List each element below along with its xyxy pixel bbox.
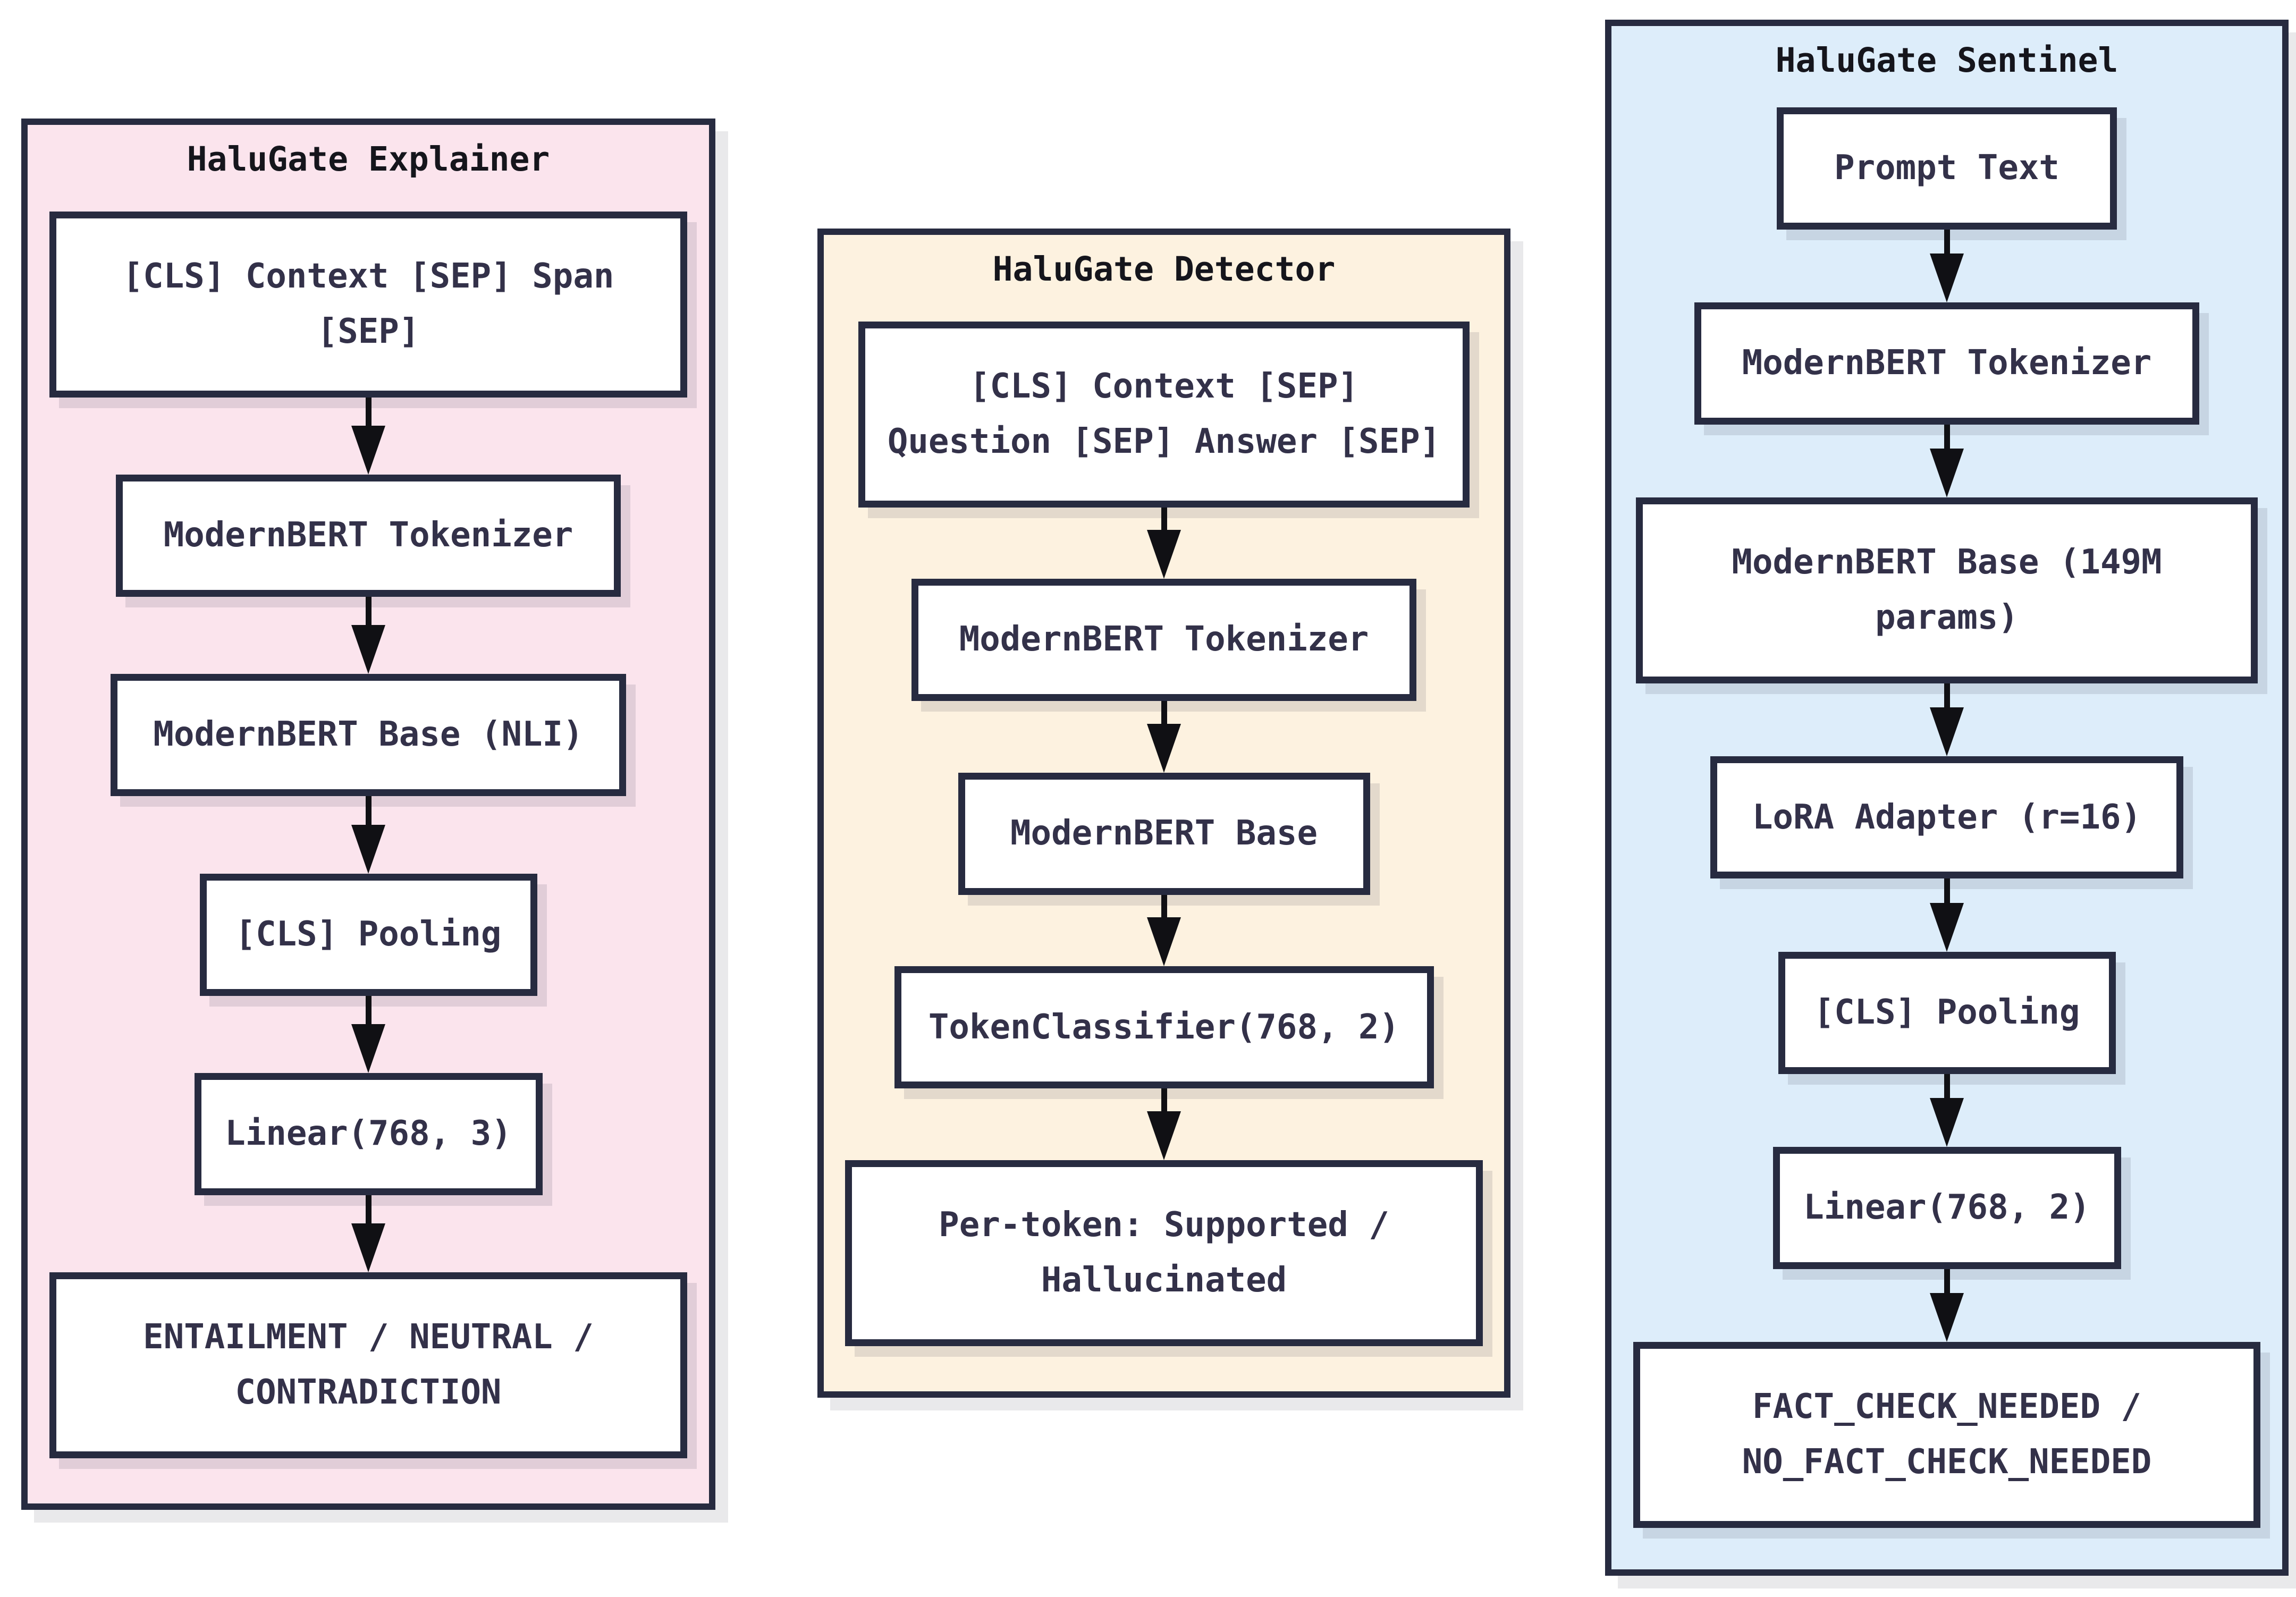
- arrow-head-icon: [1147, 917, 1181, 967]
- arrow-shaft: [1161, 507, 1167, 530]
- flow-arrow: [1147, 507, 1181, 579]
- node-modernbert-base: ModernBERT Base: [958, 772, 1370, 895]
- flow-arrow: [351, 1195, 385, 1272]
- flow-arrow: [351, 397, 385, 475]
- flow-arrow: [1147, 1088, 1181, 1160]
- node-label: TokenClassifier(768, 2): [928, 1007, 1400, 1047]
- panel-title-sentinel: HaluGate Sentinel: [1775, 41, 2118, 80]
- node-lora-adapter-r16: LoRA Adapter (r=16): [1710, 756, 2183, 879]
- node-modernbert-tokenizer: ModernBERT Tokenizer: [1694, 302, 2199, 425]
- arrow-head-icon: [1147, 1111, 1181, 1160]
- node-label: Prompt Text: [1834, 148, 2059, 188]
- node-label: ModernBERT Tokenizer: [1742, 343, 2152, 383]
- node-label: LoRA Adapter (r=16): [1752, 797, 2142, 837]
- arrow-shaft: [365, 1195, 372, 1223]
- node-modernbert-tokenizer: ModernBERT Tokenizer: [911, 579, 1416, 702]
- arrow-head-icon: [1147, 723, 1181, 773]
- flow-arrow: [1147, 894, 1181, 967]
- arrow-head-icon: [1930, 707, 1964, 757]
- node-label: Linear(768, 2): [1803, 1187, 2090, 1227]
- node-cls-pooling: [CLS] Pooling: [199, 873, 537, 996]
- flow-arrow: [351, 995, 385, 1073]
- node-cls-pooling: [CLS] Pooling: [1778, 951, 2116, 1074]
- flow-arrow: [1930, 424, 1964, 498]
- flow-column-detector: [CLS] Context [SEP] Question [SEP] Answe…: [824, 291, 1504, 1391]
- flow-arrow: [1930, 229, 1964, 302]
- node-label: ModernBERT Base (149M params): [1732, 543, 2162, 638]
- flow-arrow: [1930, 878, 1964, 952]
- arrow-head-icon: [351, 1223, 385, 1272]
- arrow-shaft: [1161, 701, 1167, 724]
- node-label: ModernBERT Tokenizer: [163, 516, 573, 555]
- node-input-cls-context-question-answer: [CLS] Context [SEP] Question [SEP] Answe…: [858, 321, 1470, 508]
- arrow-shaft: [1944, 229, 1950, 254]
- arrow-shaft: [1944, 1269, 1950, 1293]
- arrow-head-icon: [1930, 1097, 1964, 1147]
- node-label: [CLS] Pooling: [235, 914, 502, 954]
- panel-title-explainer: HaluGate Explainer: [187, 140, 550, 179]
- arrow-head-icon: [1147, 530, 1181, 579]
- node-label: Per-token: Supported / Hallucinated: [939, 1205, 1389, 1300]
- arrow-shaft: [1944, 1074, 1950, 1098]
- arrow-head-icon: [1930, 253, 1964, 302]
- node-label: ModernBERT Tokenizer: [959, 620, 1369, 660]
- node-input-cls-context-span: [CLS] Context [SEP] Span [SEP]: [49, 211, 687, 398]
- arrow-shaft: [365, 796, 372, 825]
- node-token-classifier-768-2: TokenClassifier(768, 2): [894, 966, 1434, 1089]
- arrow-shaft: [365, 597, 372, 626]
- flow-column-explainer: [CLS] Context [SEP] Span [SEP] ModernBER…: [28, 181, 709, 1503]
- node-label: ENTAILMENT / NEUTRAL / CONTRADICTION: [143, 1317, 594, 1412]
- node-label: FACT_CHECK_NEEDED / NO_FACT_CHECK_NEEDED: [1742, 1387, 2152, 1482]
- arrow-shaft: [1161, 1088, 1167, 1111]
- arrow-shaft: [1944, 424, 1950, 449]
- flow-arrow: [1930, 1269, 1964, 1342]
- node-modernbert-base-149m-params: ModernBERT Base (149M params): [1636, 497, 2258, 684]
- node-modernbert-base-nli: ModernBERT Base (NLI): [111, 674, 626, 797]
- node-label: [CLS] Context [SEP] Span [SEP]: [122, 257, 614, 351]
- flow-column-sentinel: Prompt Text ModernBERT Tokenizer ModernB…: [1611, 82, 2282, 1569]
- panel-halugate-sentinel: HaluGate Sentinel Prompt Text ModernBERT…: [1605, 20, 2289, 1576]
- flow-arrow: [1147, 701, 1181, 773]
- node-label: [CLS] Context [SEP] Question [SEP] Answe…: [887, 367, 1441, 461]
- flow-arrow: [351, 796, 385, 874]
- arrow-head-icon: [351, 1024, 385, 1073]
- panel-halugate-explainer: HaluGate Explainer [CLS] Context [SEP] S…: [21, 119, 715, 1510]
- flow-arrow: [351, 597, 385, 674]
- arrow-shaft: [365, 995, 372, 1024]
- flow-arrow: [1930, 1074, 1964, 1147]
- node-output-per-token-supported-hallucinated: Per-token: Supported / Hallucinated: [845, 1160, 1483, 1346]
- node-linear-768-2: Linear(768, 2): [1772, 1146, 2121, 1269]
- panel-title-detector: HaluGate Detector: [992, 250, 1336, 289]
- node-prompt-text: Prompt Text: [1777, 107, 2117, 230]
- node-label: Linear(768, 3): [225, 1113, 512, 1153]
- node-label: ModernBERT Base (NLI): [153, 715, 584, 755]
- node-output-fact-check-needed: FACT_CHECK_NEEDED / NO_FACT_CHECK_NEEDED: [1633, 1341, 2260, 1528]
- panel-halugate-detector: HaluGate Detector [CLS] Context [SEP] Qu…: [817, 229, 1510, 1398]
- arrow-head-icon: [351, 625, 385, 674]
- node-output-entailment-neutral-contradiction: ENTAILMENT / NEUTRAL / CONTRADICTION: [49, 1272, 687, 1458]
- node-label: ModernBERT Base: [1010, 814, 1318, 854]
- node-modernbert-tokenizer: ModernBERT Tokenizer: [116, 475, 621, 597]
- arrow-shaft: [1944, 878, 1950, 903]
- arrow-shaft: [1944, 683, 1950, 708]
- arrow-shaft: [1161, 894, 1167, 918]
- arrow-head-icon: [1930, 1292, 1964, 1342]
- arrow-head-icon: [1930, 902, 1964, 952]
- arrow-head-icon: [351, 426, 385, 475]
- node-linear-768-3: Linear(768, 3): [194, 1072, 543, 1195]
- arrow-head-icon: [1930, 449, 1964, 498]
- arrow-head-icon: [351, 824, 385, 874]
- arrow-shaft: [365, 397, 372, 426]
- flow-arrow: [1930, 683, 1964, 757]
- node-label: [CLS] Pooling: [1813, 992, 2080, 1032]
